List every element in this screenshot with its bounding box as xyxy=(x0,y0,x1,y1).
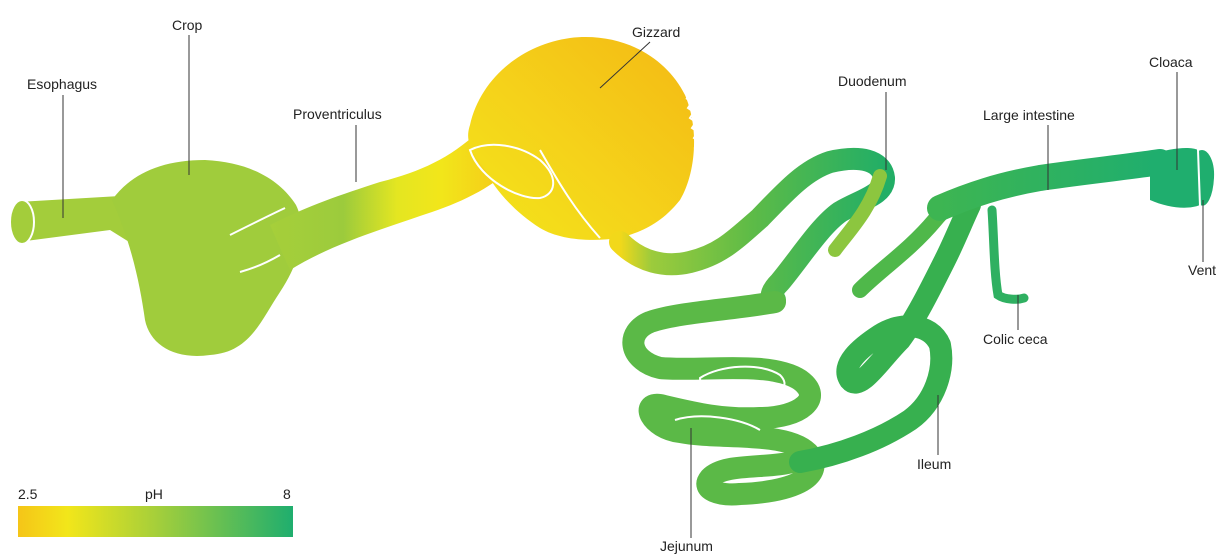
label-large-intestine: Large intestine xyxy=(983,107,1075,123)
label-colic-ceca: Colic ceca xyxy=(983,331,1048,347)
label-ileum: Ileum xyxy=(917,456,951,472)
label-gizzard: Gizzard xyxy=(632,24,680,40)
ileum-shape xyxy=(800,205,970,462)
label-crop: Crop xyxy=(172,17,202,33)
gizzard-shape xyxy=(468,37,694,240)
legend-title: pH xyxy=(145,486,163,502)
label-cloaca: Cloaca xyxy=(1149,54,1193,70)
legend-min-label: 2.5 xyxy=(18,486,37,502)
vent-shape xyxy=(1198,149,1215,207)
label-vent: Vent xyxy=(1188,262,1216,278)
jejunum-shape xyxy=(633,302,813,494)
esophagus-opening xyxy=(10,200,34,244)
large-intestine-shape xyxy=(940,162,1160,208)
label-esophagus: Esophagus xyxy=(27,76,97,92)
label-proventriculus: Proventriculus xyxy=(293,106,382,122)
label-jejunum: Jejunum xyxy=(660,538,713,554)
ph-color-scale xyxy=(18,506,293,537)
cloaca-shape xyxy=(1150,148,1200,208)
label-duodenum: Duodenum xyxy=(838,73,907,89)
colic-ceca-shape xyxy=(992,210,1024,299)
legend-max-label: 8 xyxy=(283,486,291,502)
